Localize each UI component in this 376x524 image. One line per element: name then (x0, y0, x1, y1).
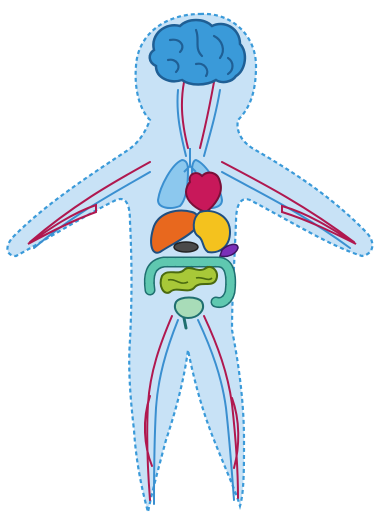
urethra (184, 318, 186, 328)
gallbladder-icon (174, 242, 198, 252)
brain-icon (150, 20, 245, 85)
bladder-icon (175, 298, 203, 319)
